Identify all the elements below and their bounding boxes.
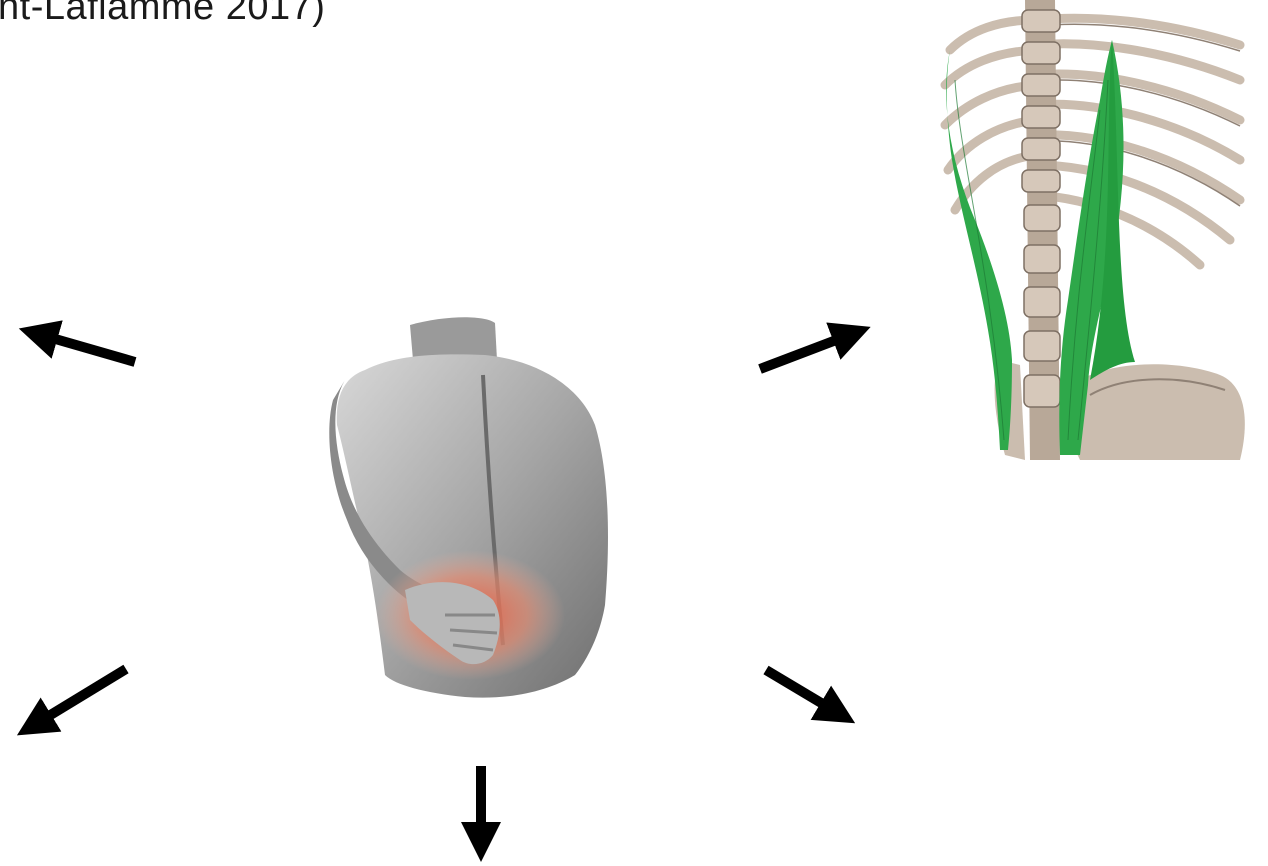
- spine-muscle-anatomy-icon: [940, 0, 1250, 465]
- back-pain-photo-icon: [325, 315, 615, 705]
